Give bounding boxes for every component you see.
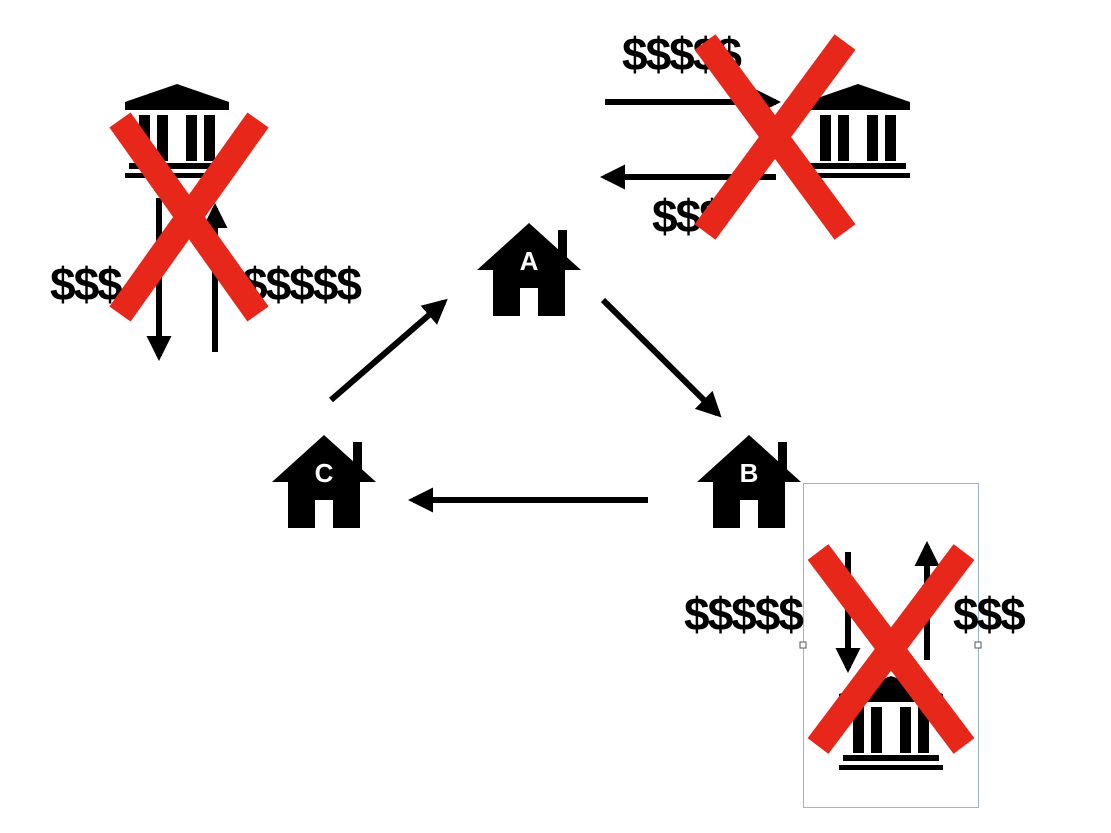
selection-handle-right[interactable] xyxy=(974,641,982,649)
bank-bottom-right-group[interactable]: $$$$$ $$$ xyxy=(684,483,1027,808)
house-b: B xyxy=(697,435,801,529)
arrow-c-to-a xyxy=(329,298,448,403)
selection-handle-left[interactable] xyxy=(799,641,807,649)
house-c: C xyxy=(272,435,376,529)
bank-bottom-right-money-in: $$$ xyxy=(953,588,1025,640)
arrow-a-to-b xyxy=(600,297,722,418)
house-b-label: B xyxy=(740,458,759,488)
bank-top-left-group: $$$ $$$$$ xyxy=(50,84,363,362)
bank-top-right-group: $$$$$ $$$ xyxy=(599,28,910,242)
bank-top-left-money-out: $$$ xyxy=(50,258,122,310)
bank-icon xyxy=(806,84,910,178)
red-x-icon xyxy=(109,112,269,322)
red-x-icon xyxy=(694,34,856,240)
house-c-label: C xyxy=(315,458,334,488)
bank-bottom-right-money-out: $$$$$ xyxy=(684,588,803,640)
house-a-label: A xyxy=(520,246,539,276)
red-x-icon xyxy=(807,544,975,754)
house-a: A xyxy=(477,223,581,317)
